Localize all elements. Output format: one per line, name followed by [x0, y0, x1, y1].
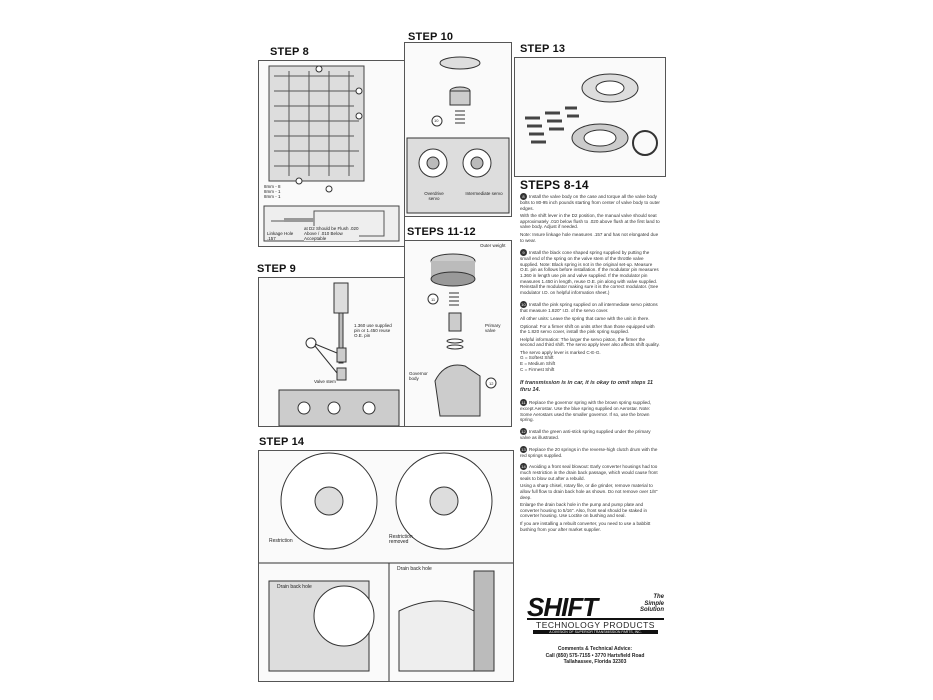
steps-11-12-illustration: Outer weight 11 Primary valve Governor b… — [404, 240, 512, 427]
valve-stem-label: Valve stem — [314, 379, 336, 384]
outer-weight-label: Outer weight — [480, 243, 506, 248]
instruction-10e: The servo apply lever is marked C-E-G. — [520, 349, 601, 355]
drain-back-hole-label-1: Drain back hole — [277, 584, 312, 590]
intermediate-servo-label: Intermediate servo — [465, 191, 503, 196]
contact-line-1: Comments & Technical Advice: — [557, 646, 633, 652]
step-14-title: STEP 14 — [259, 436, 305, 448]
instruction-12: Install the green anti-stick spring supp… — [520, 429, 651, 441]
governor-body-label: Governor body — [409, 371, 428, 381]
logo-tagline: The Simple Solution — [640, 594, 664, 613]
instruction-10h: C = Firmest Shift — [520, 366, 555, 372]
step-number-10: 10 — [520, 301, 527, 309]
overdrive-servo-label: Overdrive servo — [419, 191, 449, 201]
contact-info: Comments & Technical Advice: Call (850) … — [530, 646, 660, 666]
modulator-drawing — [278, 282, 400, 426]
step-8-illustration: 8mm - 8 8mm - 1 8mm - 1 Linkage Hole .15… — [258, 60, 405, 247]
step-number-8: 8 — [520, 193, 527, 200]
steps-11-12-title: STEPS 11-12 — [407, 226, 476, 238]
instruction-14d: If you are installing a rebuilt converte… — [520, 520, 651, 532]
step-number-14: 14 — [520, 463, 527, 471]
instruction-10: Install the pink spring supplied on all … — [520, 302, 658, 314]
instruction-14: Avoiding a front seal blowout: Early con… — [520, 464, 658, 481]
instruction-11: Replace the governor spring with the bro… — [520, 400, 652, 423]
callout-12: 12 — [489, 381, 494, 386]
callout-11: 11 — [431, 297, 436, 302]
instruction-13: Replace the 20 springs in the reverse-hi… — [520, 446, 658, 458]
instruction-14c: Enlarge the drain back hole in the pump … — [520, 502, 648, 519]
step-number-9: 9 — [520, 249, 527, 257]
step-8-title: STEP 8 — [270, 46, 309, 58]
step-number-13: 13 — [520, 445, 527, 453]
governor-drawing — [427, 253, 497, 417]
shift-technology-logo: SHIFT The Simple Solution TECHNOLOGY PRO… — [527, 592, 664, 638]
primary-valve-label: Primary valve — [485, 323, 501, 333]
step-8-legend-3: 8mm - 1 — [264, 194, 281, 199]
logo-shift: SHIFT — [527, 592, 598, 622]
linkage-hole-label: Linkage Hole .157 — [267, 231, 294, 241]
instruction-8: Install the valve body on the case and t… — [520, 194, 660, 211]
instruction-10g: E = Medium Shift — [520, 361, 556, 367]
restriction-removed-label: Restriction removed — [389, 534, 413, 545]
drain-back-hole-label-2: Drain back hole — [397, 566, 432, 572]
logo-technology-products: TECHNOLOGY PRODUCTS — [527, 618, 664, 630]
restriction-label: Restriction — [269, 538, 293, 544]
clutch-drum-drawing — [525, 73, 658, 156]
step-8-legend-1: 8mm - 8 — [264, 184, 281, 189]
step-10-title: STEP 10 — [408, 31, 454, 43]
step-9-title: STEP 9 — [257, 263, 296, 275]
flush-note: at D2 Should be Flush .020 Above / .010 … — [304, 226, 359, 241]
pin-note: 1.360 use supplied pin or 1.450 reuse O.… — [354, 323, 392, 338]
step-8-legend-2: 8mm - 1 — [264, 189, 281, 194]
contact-line-2: Call (850) 575-7155 • 3770 Hartsfield Ro… — [545, 652, 645, 659]
instruction-14b: Using a sharp chisel, rotary file, or di… — [520, 483, 658, 500]
instruction-10c: Optional: For a firmer shift on units ot… — [520, 323, 655, 335]
instruction-10d: Helpful information: The larger the serv… — [520, 336, 660, 348]
instruction-9: Install the black cone shaped spring sup… — [520, 250, 659, 295]
step-number-11: 11 — [520, 399, 527, 407]
instruction-10b: All other units: Leave the spring that c… — [520, 315, 650, 321]
contact-line-3: Tallahassee, Florida 32303 — [563, 659, 627, 665]
logo-division: A DIVISION OF SUPERIOR TRANSMISSION PART… — [533, 630, 658, 634]
steps-8-14-title: STEPS 8-14 — [520, 178, 589, 192]
valve-body-drawing — [263, 65, 400, 242]
step-number-12: 12 — [520, 428, 527, 436]
callout-10: 10 — [434, 118, 439, 123]
step-9-illustration: 1.360 use supplied pin or 1.450 reuse O.… — [258, 277, 405, 427]
omit-note: If transmission is in car, it is okay to… — [520, 380, 653, 393]
step-13-title: STEP 13 — [520, 43, 566, 55]
instruction-8b: With the shift lever in the D2 position,… — [520, 213, 660, 230]
pump-drawing — [259, 452, 513, 681]
step-13-illustration — [514, 57, 666, 177]
instruction-10f: G = Softest Shift — [520, 355, 554, 361]
step-14-illustration: Restriction Restriction removed Drain ba… — [258, 450, 514, 682]
step-10-illustration: 10 Overdrive servo Intermediate servo — [404, 42, 512, 217]
instruction-8c: Note: Insure linkage hole measures .157 … — [520, 231, 659, 243]
